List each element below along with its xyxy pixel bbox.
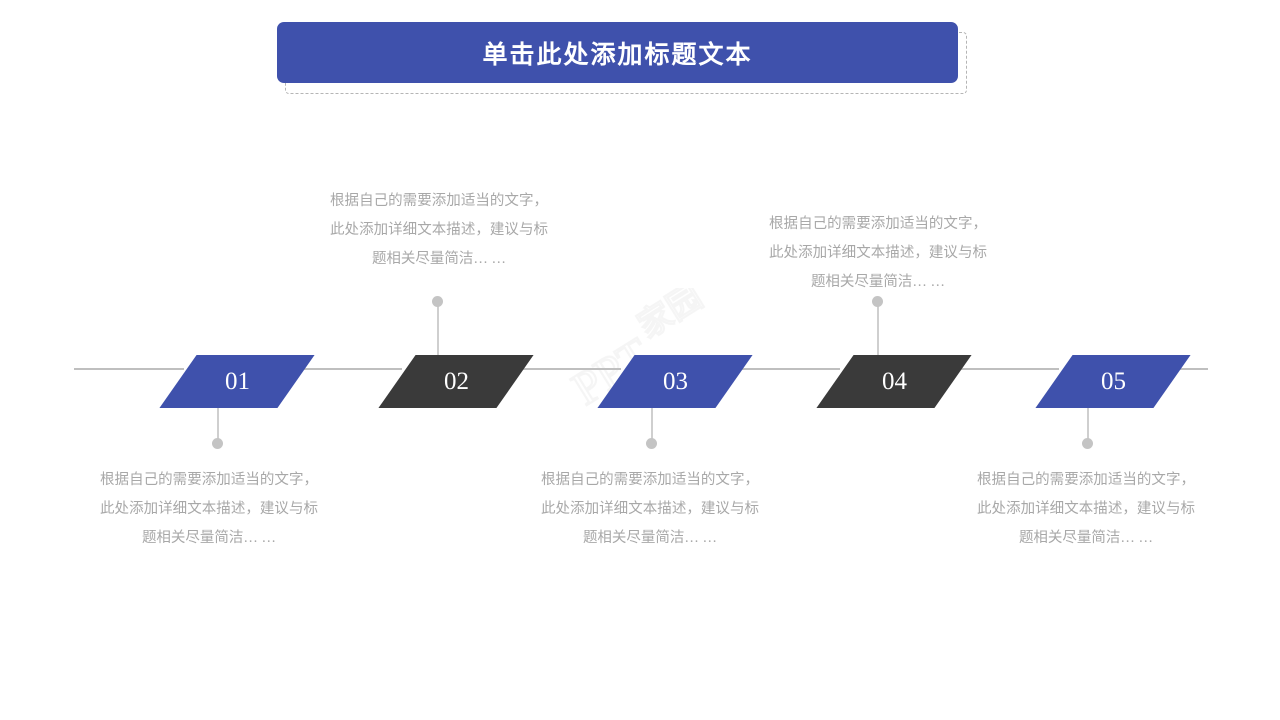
slide-title-group[interactable]: 单击此处添加标题文本	[277, 22, 969, 96]
timeline-axis-segment	[297, 368, 402, 370]
svg-text:家园: 家园	[631, 288, 709, 346]
connector-line-01	[217, 408, 219, 440]
connector-line-04	[877, 302, 879, 355]
connector-line-02	[437, 302, 439, 355]
timeline-axis-segment	[74, 368, 184, 370]
timeline-step-03[interactable]: 03	[597, 355, 753, 408]
timeline-step-04[interactable]: 04	[816, 355, 972, 408]
step-description-03: 根据自己的需要添加适当的文字，此处添加详细文本描述，建议与标题相关尽量简洁… …	[541, 472, 759, 546]
connector-dot-05	[1082, 438, 1093, 449]
title-plate[interactable]: 单击此处添加标题文本	[277, 22, 958, 83]
connector-dot-04	[872, 296, 883, 307]
timeline-step-05[interactable]: 05	[1035, 355, 1191, 408]
timeline-step-02[interactable]: 02	[378, 355, 534, 408]
step-number-01: 01	[224, 368, 250, 395]
page-title: 单击此处添加标题文本	[482, 41, 753, 69]
timeline-step-01[interactable]: 01	[159, 355, 315, 408]
step-description-02: 根据自己的需要添加适当的文字，此处添加详细文本描述，建议与标题相关尽量简洁… …	[330, 193, 548, 267]
timeline-axis-segment	[954, 368, 1059, 370]
step-description-01: 根据自己的需要添加适当的文字，此处添加详细文本描述，建议与标题相关尽量简洁… …	[100, 472, 318, 546]
step-description-04: 根据自己的需要添加适当的文字，此处添加详细文本描述，建议与标题相关尽量简洁… …	[769, 216, 987, 290]
step-number-05: 05	[1100, 368, 1126, 395]
connector-dot-01	[212, 438, 223, 449]
connector-dot-02	[432, 296, 443, 307]
connector-dot-03	[646, 438, 657, 449]
step-number-02: 02	[443, 368, 469, 395]
step-number-04: 04	[881, 368, 907, 395]
timeline-axis-segment	[1173, 368, 1208, 370]
step-description-05: 根据自己的需要添加适当的文字，此处添加详细文本描述，建议与标题相关尽量简洁… …	[977, 472, 1195, 546]
connector-line-03	[651, 408, 653, 440]
timeline-axis-segment	[516, 368, 621, 370]
timeline-axis-segment	[735, 368, 840, 370]
connector-line-05	[1087, 408, 1089, 440]
step-number-03: 03	[662, 368, 688, 395]
